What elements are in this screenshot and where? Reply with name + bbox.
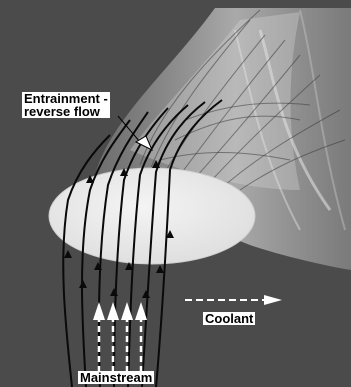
mainstream-label: Mainstream: [78, 371, 154, 384]
entrainment-label: Entrainment - reverse flow: [22, 92, 110, 118]
coolant-label: Coolant: [203, 312, 255, 325]
entrainment-label-line2: reverse flow: [24, 105, 108, 118]
